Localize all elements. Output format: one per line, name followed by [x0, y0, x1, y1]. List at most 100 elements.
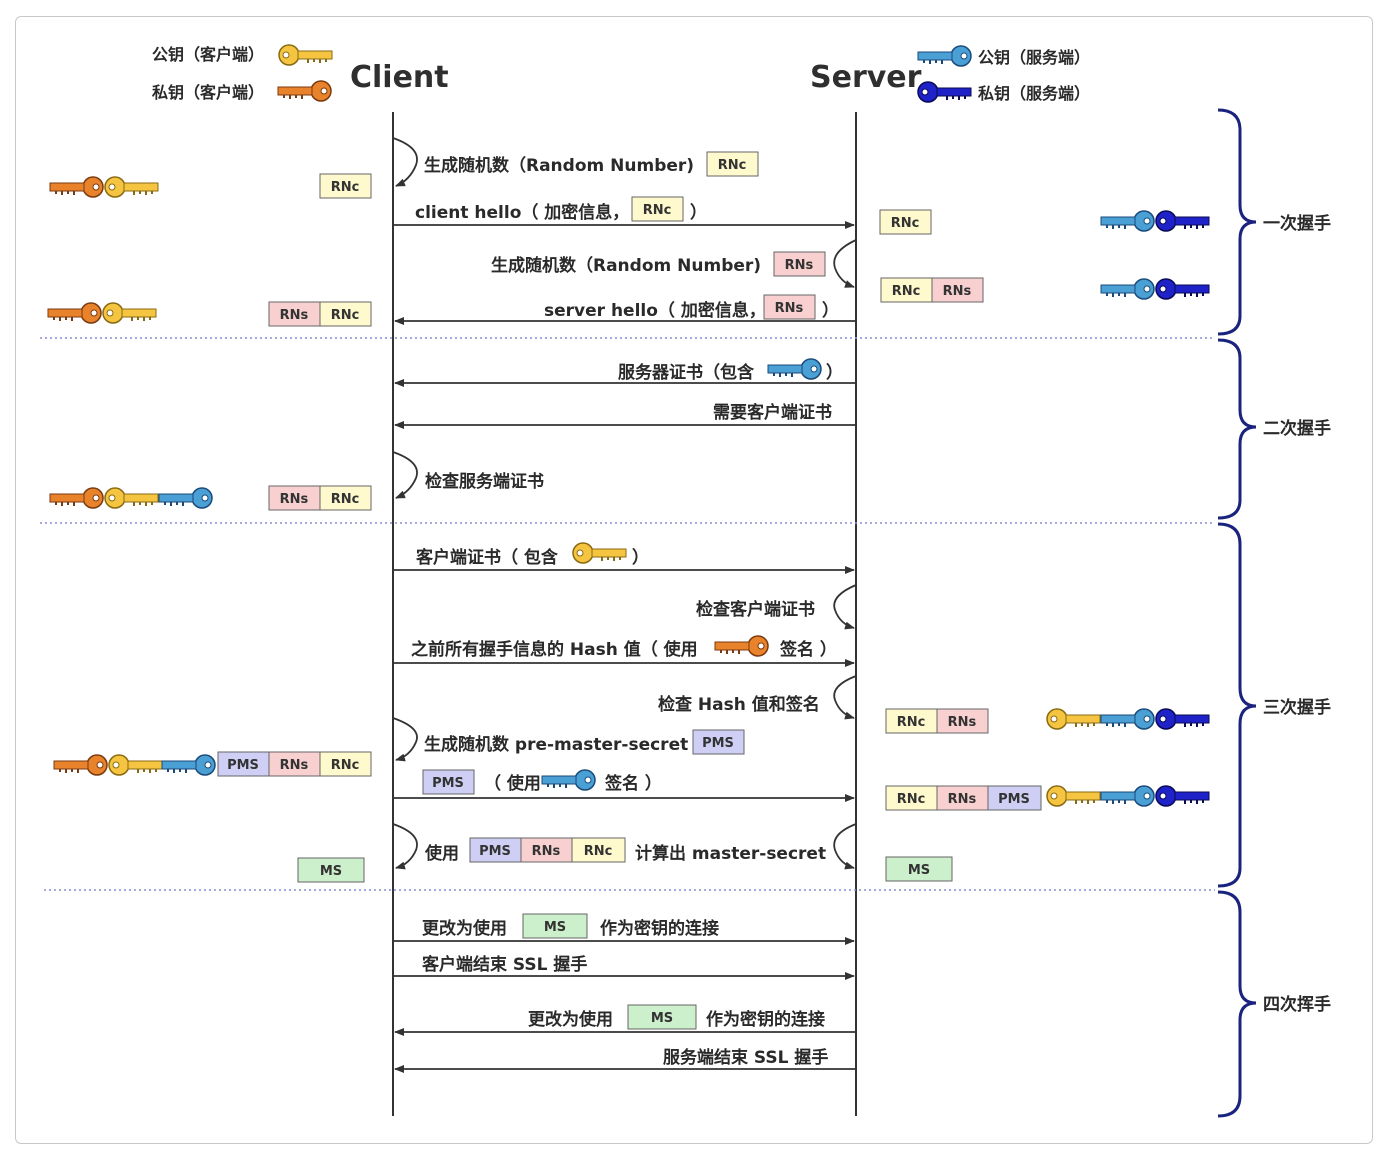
self-arrow [833, 584, 857, 630]
server-private-key-icon [1155, 278, 1210, 300]
rns-token-label: RNs [280, 758, 309, 773]
phase-brace [1217, 338, 1257, 520]
client-private-key-icon [47, 302, 102, 324]
rns-token [936, 708, 989, 734]
rns-token [763, 294, 816, 320]
msg-server-hello: server hello（ 加密信息， [544, 300, 766, 321]
msg-server-certificate: 服务器证书（包含 [618, 362, 755, 383]
rnc-token [571, 837, 626, 863]
rnc-token [319, 173, 372, 199]
msg-client-hello-end: ） [690, 202, 707, 223]
msg-compute-ms: 使用 [424, 843, 459, 864]
client-private-key-icon [53, 754, 108, 776]
pms-token-label: PMS [479, 844, 511, 859]
client-public-key-icon [104, 176, 159, 198]
phase-brace [1217, 108, 1257, 336]
rnc-token [631, 196, 684, 222]
server-public-key-icon [1100, 785, 1155, 807]
client-private-key-icon [277, 80, 332, 102]
legend-client-private-label: 私钥（客户端） [152, 83, 264, 102]
rns-token-label: RNs [532, 844, 561, 859]
rnc-token [885, 708, 938, 734]
server-public-key-icon [917, 45, 972, 67]
client-public-key-icon [1046, 785, 1101, 807]
pms-token [217, 751, 270, 777]
rns-token-label: RNs [948, 792, 977, 807]
client-public-key-icon [102, 302, 157, 324]
ms-token [885, 856, 953, 882]
server-public-key-icon [1100, 210, 1155, 232]
msg-client-certificate: 客户端证书（ 包含 [415, 547, 559, 568]
msg-generate-rnc: 生成随机数（Random Number) [424, 155, 694, 176]
rnc-token-label: RNc [584, 844, 613, 859]
client-public-key-icon [1046, 708, 1101, 730]
client-title: Client [350, 60, 449, 95]
rns-token [268, 485, 321, 511]
rns-token-label: RNs [785, 258, 814, 273]
self-arrow [392, 451, 418, 499]
msg-server-hello-end: ） [822, 300, 839, 321]
server-private-key-icon [1155, 210, 1210, 232]
pms-token [987, 785, 1042, 811]
msg-client-hello: client hello（ 加密信息， [415, 202, 629, 223]
msg-generate-pms: 生成随机数 pre-master-secret [424, 734, 688, 755]
ms-token [522, 913, 588, 939]
server-private-key-icon [1155, 785, 1210, 807]
ms-token-label: MS [908, 863, 930, 878]
phase-brace [1217, 890, 1257, 1118]
self-arrow [392, 717, 418, 762]
rnc-token [879, 209, 932, 235]
rns-token [520, 837, 573, 863]
phase-brace [1217, 522, 1257, 888]
msg-client-change-cipher-end: 作为密钥的连接 [600, 918, 719, 939]
rnc-token-label: RNc [892, 284, 921, 299]
legend-server-private-label: 私钥（服务端） [978, 84, 1090, 103]
rns-token [931, 277, 984, 303]
server-public-key-icon [541, 769, 596, 791]
msg-hash-sign: 之前所有握手信息的 Hash 值（ 使用 [411, 639, 698, 660]
msg-request-client-cert: 需要客户端证书 [713, 402, 832, 423]
pms-token-label: PMS [702, 736, 734, 751]
ms-token-label: MS [651, 1011, 673, 1026]
rnc-token [319, 485, 372, 511]
msg-compute-ms-end: 计算出 master-secret [635, 843, 826, 864]
rnc-token [319, 301, 372, 327]
rns-token-label: RNs [280, 492, 309, 507]
rnc-token-label: RNc [331, 492, 360, 507]
legend-server-public-label: 公钥（服务端） [978, 48, 1090, 67]
ms-token-label: MS [544, 920, 566, 935]
pms-token-label: PMS [432, 776, 464, 791]
phase-label-4: 四次挥手 [1263, 994, 1331, 1015]
ms-token-label: MS [320, 864, 342, 879]
msg-server-certificate-end: ） [826, 362, 843, 383]
client-private-key-icon [714, 635, 769, 657]
rns-token-label: RNs [943, 284, 972, 299]
msg-client-certificate-end: ） [632, 547, 649, 568]
ms-token [297, 857, 365, 883]
server-private-key-icon [1155, 708, 1210, 730]
rns-token-label: RNs [280, 308, 309, 323]
rnc-token-label: RNc [331, 308, 360, 323]
self-arrow [833, 823, 857, 870]
rnc-token [706, 151, 759, 177]
client-public-key-icon [278, 44, 333, 66]
rnc-token-label: RNc [331, 758, 360, 773]
client-private-key-icon [49, 176, 104, 198]
client-public-key-icon [108, 754, 163, 776]
client-public-key-icon [572, 542, 627, 564]
rnc-token [885, 785, 938, 811]
msg-client-finished: 客户端结束 SSL 握手 [421, 954, 587, 975]
msg-check-server-cert: 检查服务端证书 [425, 471, 544, 492]
server-public-key-icon [767, 358, 822, 380]
rnc-token-label: RNc [331, 180, 360, 195]
phase-label-2: 二次握手 [1263, 418, 1331, 439]
server-public-key-icon [158, 487, 213, 509]
phase-label-1: 一次握手 [1263, 213, 1331, 234]
self-arrow [833, 239, 857, 288]
server-public-key-icon [1100, 278, 1155, 300]
server-title: Server [810, 60, 922, 95]
pms-token-label: PMS [998, 792, 1030, 807]
msg-generate-rns: 生成随机数（Random Number) [491, 255, 761, 276]
rns-token [268, 301, 321, 327]
